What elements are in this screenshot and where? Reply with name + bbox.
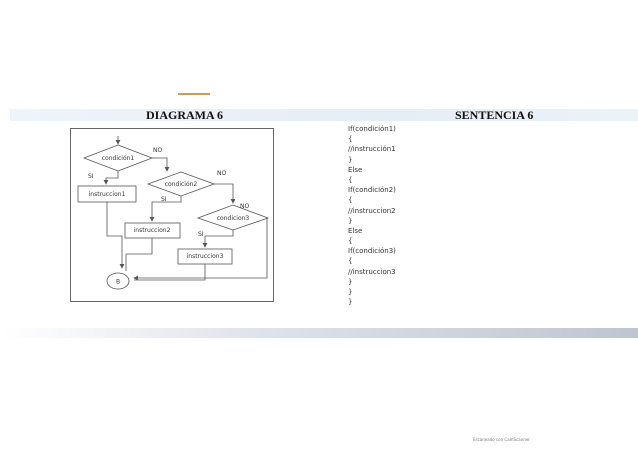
flowchart-svg: condición1 NO SI instruccion1 condición2… <box>70 128 274 302</box>
yes-branch-2 <box>149 196 182 222</box>
instruction-2-box <box>124 222 181 239</box>
code-line: If(condición3) <box>348 247 396 256</box>
code-line: If(condición1) <box>348 125 396 133</box>
code-line: Else <box>348 165 363 174</box>
yes-label-1: SI <box>88 173 94 180</box>
connector-b-circle <box>106 272 130 290</box>
instruction-3-flow <box>134 264 206 281</box>
yes-label-2: SI <box>161 196 167 203</box>
code-line: { <box>348 196 353 205</box>
code-line: Else <box>348 226 363 235</box>
diagram-frame <box>70 128 274 302</box>
yes-branch-3 <box>202 230 234 248</box>
header-band <box>10 109 638 121</box>
no-branch-2 <box>214 183 236 204</box>
instruction-3-label: instruccion3 <box>187 253 224 260</box>
decision-3-label: condicion3 <box>217 215 250 222</box>
code-line: { <box>348 257 353 266</box>
connector-b-label: B <box>116 279 120 286</box>
code-line: //instruccion2 <box>348 206 396 215</box>
code-line: //instrucción1 <box>348 145 396 154</box>
code-line: } <box>348 277 353 286</box>
instruction-2-flow <box>125 238 153 271</box>
bottom-band <box>0 328 638 338</box>
code-line: { <box>348 135 353 144</box>
instruction-1-flow <box>106 202 125 269</box>
code-line: //instruccion3 <box>348 267 396 276</box>
code-line: If(condición2) <box>348 186 396 195</box>
yes-branch-1 <box>103 171 119 185</box>
decision-1-label: condición1 <box>102 155 135 162</box>
code-line: } <box>348 288 353 296</box>
no-branch-3 <box>133 217 268 281</box>
no-label-1: NO <box>153 147 162 154</box>
diagram-title: DIAGRAMA 6 <box>146 108 223 122</box>
no-branch-1 <box>152 157 170 172</box>
code-line: } <box>348 216 353 225</box>
code-line: } <box>348 298 353 307</box>
no-label-3: NO <box>240 203 249 210</box>
scanner-footer: Escaneado con CamScanner <box>473 437 530 442</box>
instruction-1-label: instruccion1 <box>89 191 126 198</box>
flowchart: condición1 NO SI instruccion1 condición2… <box>70 128 274 302</box>
decorative-gold-line <box>178 93 210 95</box>
code-listing: If(condición1){//instrucción1}Else{If(co… <box>348 124 396 307</box>
sentence-title: SENTENCIA 6 <box>455 108 534 122</box>
no-label-2: NO <box>217 170 226 177</box>
instruction-2-label: instruccion2 <box>134 227 171 234</box>
yes-label-3: SI <box>198 231 204 238</box>
code-line: { <box>348 175 353 184</box>
code-line: } <box>348 155 353 164</box>
code-line: { <box>348 237 353 246</box>
decision-2-label: condición2 <box>165 181 198 188</box>
